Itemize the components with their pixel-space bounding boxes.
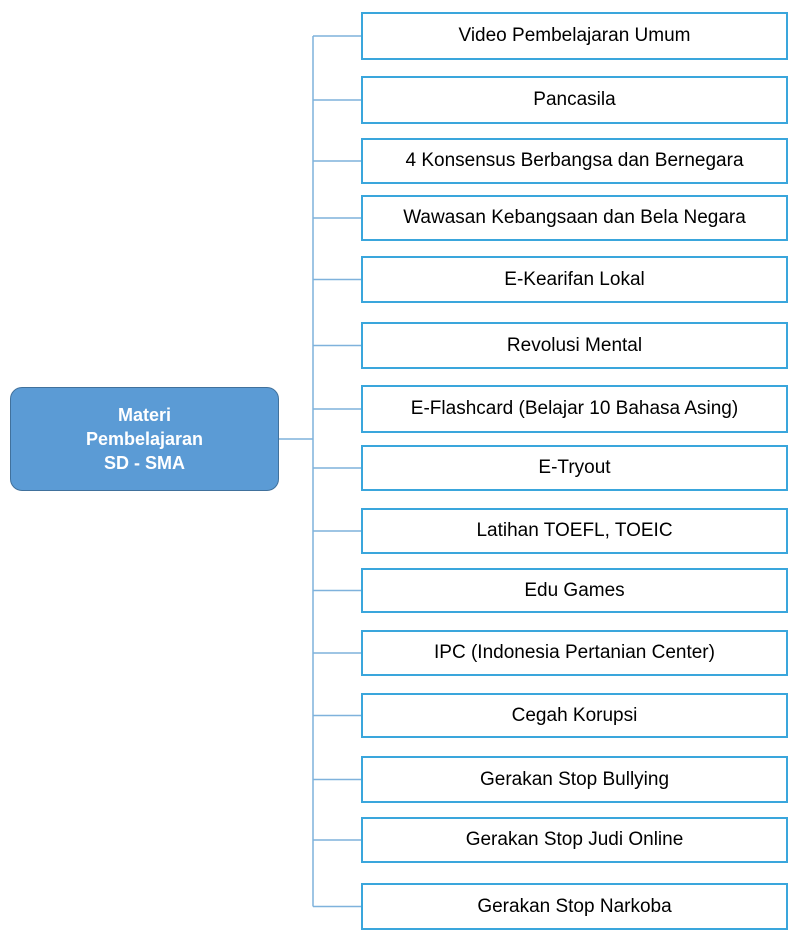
leaf-box: Latihan TOEFL, TOEIC	[361, 508, 788, 554]
root-line-2: Pembelajaran	[85, 429, 204, 449]
leaf-box: Cegah Korupsi	[361, 693, 788, 738]
leaf-box: Gerakan Stop Judi Online	[361, 817, 788, 863]
root-line-1: Materi	[117, 405, 171, 425]
leaf-box: Wawasan Kebangsaan dan Bela Negara	[361, 195, 788, 241]
root-node: Materi Pembelajaran SD - SMA	[10, 387, 279, 491]
leaf-box: Pancasila	[361, 76, 788, 124]
leaf-box: E-Flashcard (Belajar 10 Bahasa Asing)	[361, 385, 788, 433]
leaf-box: E-Tryout	[361, 445, 788, 491]
leaf-box: Gerakan Stop Narkoba	[361, 883, 788, 930]
leaf-box: Revolusi Mental	[361, 322, 788, 369]
leaf-box: Video Pembelajaran Umum	[361, 12, 788, 60]
leaf-box: IPC (Indonesia Pertanian Center)	[361, 630, 788, 676]
leaf-box: Edu Games	[361, 568, 788, 613]
root-line-3: SD - SMA	[104, 453, 185, 473]
leaf-box: E-Kearifan Lokal	[361, 256, 788, 303]
leaf-box: 4 Konsensus Berbangsa dan Bernegara	[361, 138, 788, 184]
leaf-box: Gerakan Stop Bullying	[361, 756, 788, 803]
